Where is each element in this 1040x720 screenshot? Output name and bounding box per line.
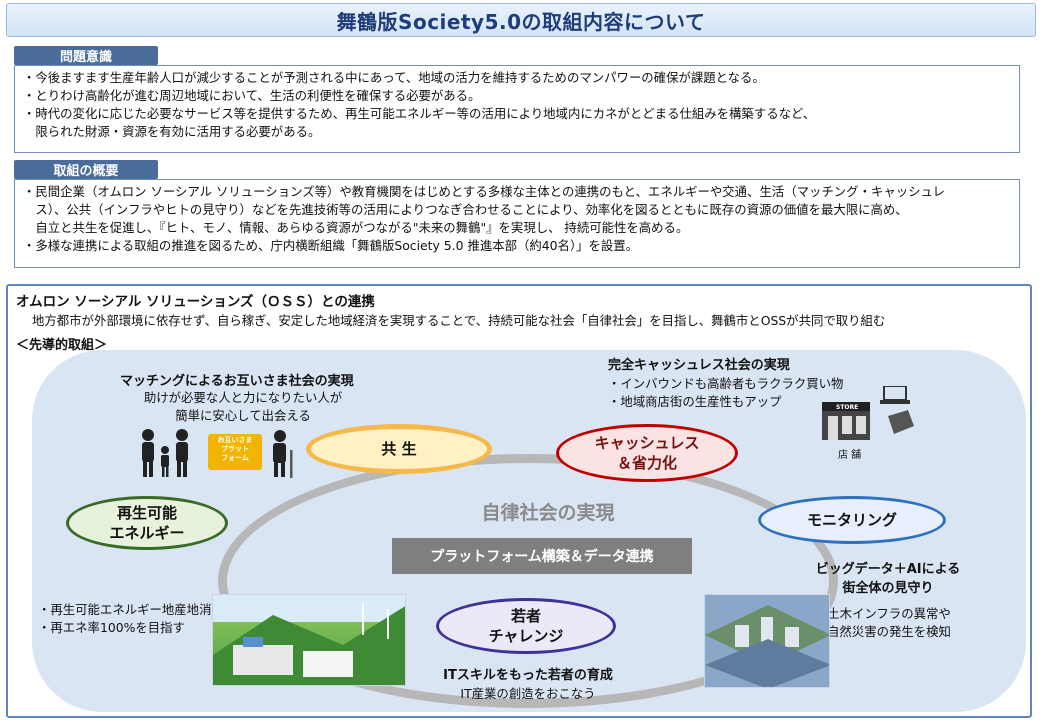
overview-line: ・民間企業（オムロン ソーシアル ソリューションズ等）や教育機関をはじめとする多…: [23, 184, 946, 199]
node-energy-line: 再生可能: [116, 504, 177, 522]
overview-line: ・多様な連携による取組の推進を図るため、庁内横断組織「舞鶴版Society 5.…: [23, 238, 639, 253]
cycle-ring: [218, 454, 838, 708]
otagaisama-sign: [208, 434, 262, 470]
node-monitoring: モニタリング: [758, 496, 946, 544]
issues-line: ・とりわけ高齢化が進む周辺地域において、生活の利便性を確保する必要がある。: [23, 88, 481, 103]
node-youth-line: 若者: [510, 607, 541, 625]
platform-bar: プラットフォーム構築＆データ連携: [392, 538, 692, 574]
overview-box: ・民間企業（オムロン ソーシアル ソリューションズ等）や教育機関をはじめとする多…: [14, 179, 1020, 268]
node-cashless: キャッシュレス ＆省力化: [556, 424, 738, 482]
overview-line: 自立と共生を促進し、『ヒト、モノ、情報、あらゆる資源がつながる"未来の舞鶴"』を…: [23, 220, 689, 235]
city-monitoring-illustration: [704, 594, 830, 688]
monitoring-desc-line: 自然災害の発生を検知: [827, 624, 951, 639]
node-cashless-line: キャッシュレス: [594, 434, 700, 452]
energy-item: ・再エネ率100%を目指す: [38, 620, 185, 635]
node-energy-line: エネルギー: [109, 524, 185, 542]
monitoring-desc-line: 土木インフラの異常や: [827, 606, 951, 621]
title-bar: 舞鶴版Society5.0の取組内容について: [6, 3, 1036, 37]
node-monitoring-label: モニタリング: [806, 511, 897, 529]
monitoring-title: ビッグデータ＋AIによる 街全体の見守り: [794, 558, 982, 596]
node-cashless-line: ＆省力化: [616, 454, 677, 472]
issues-line: 限られた財源・資源を有効に活用する必要がある。: [23, 124, 321, 139]
node-energy: 再生可能 エネルギー: [66, 496, 228, 550]
monitoring-desc: 土木インフラの異常や 自然災害の発生を検知: [804, 604, 974, 640]
people-icon: [142, 429, 293, 478]
otagaisama-sign-line: フォーム: [221, 454, 249, 462]
overview-line: ス）、公共（インフラやヒトの見守り）などを先進技術等の活用によりつなぎ合わせるこ…: [23, 202, 908, 217]
store-icon: [822, 386, 914, 440]
youth-desc: IT産業の創造をおこなう: [460, 686, 596, 701]
overview-label: 取組の概要: [14, 160, 158, 179]
leading-label: ＜先導的取組＞: [16, 338, 108, 353]
matching-title: マッチングによるお互いさま社会の実現: [120, 374, 354, 389]
matching-desc-line: 助けが必要な人と力になりたい人が: [143, 390, 343, 405]
otagaisama-sign-line: プラット: [221, 445, 249, 453]
oss-heading: オムロン ソーシアル ソリューションズ（ＯＳＳ）との連携: [16, 294, 375, 310]
otagaisama-sign-line: お互いさま: [217, 436, 253, 444]
store-caption: 店 舗: [838, 450, 862, 461]
cashless-title: 完全キャッシュレス社会の実現: [608, 358, 790, 373]
store-sign: STORE: [836, 404, 859, 411]
monitoring-title-line: ビッグデータ＋AIによる: [815, 562, 961, 577]
center-title: 自律社会の実現: [481, 502, 615, 524]
issues-line: ・今後ますます生産年齢人口が減少することが予測される中にあって、地域の活力を維持…: [23, 70, 765, 85]
monitoring-title-line: 街全体の見守り: [842, 581, 934, 596]
node-kyosei: 共 生: [306, 424, 492, 474]
oss-description: 地方都市が外部環境に依存せず、自ら稼ぎ、安定した地域経済を実現することで、持続可…: [32, 313, 886, 328]
youth-title: ITスキルをもった若者の育成: [443, 668, 613, 683]
node-youth-line: チャレンジ: [488, 627, 564, 645]
matching-desc: 助けが必要な人と力になりたい人が 簡単に安心して出会える: [120, 388, 366, 424]
node-kyosei-label: 共 生: [381, 440, 417, 458]
page-title: 舞鶴版Society5.0の取組内容について: [336, 9, 706, 34]
energy-item: ・再生可能エネルギー地産地消: [38, 602, 212, 617]
cashless-item: ・地域商店街の生産性もアップ: [608, 394, 782, 409]
issues-box: ・今後ますます生産年齢人口が減少することが予測される中にあって、地域の活力を維持…: [14, 65, 1020, 153]
cashless-item: ・インバウンドも高齢者もラクラク買い物: [608, 376, 844, 391]
issues-label: 問題意識: [14, 46, 158, 65]
matching-desc-line: 簡単に安心して出会える: [175, 408, 311, 423]
otagaisama-sign-text: お互いさま プラット フォーム: [208, 436, 262, 463]
node-youth: 若者 チャレンジ: [436, 598, 616, 654]
energy-town-illustration: [212, 594, 406, 686]
issues-line: ・時代の変化に応じた必要なサービス等を提供するため、再生可能エネルギー等の活用に…: [23, 106, 816, 121]
oss-panel: オムロン ソーシアル ソリューションズ（ＯＳＳ）との連携 地方都市が外部環境に依…: [6, 284, 1032, 718]
